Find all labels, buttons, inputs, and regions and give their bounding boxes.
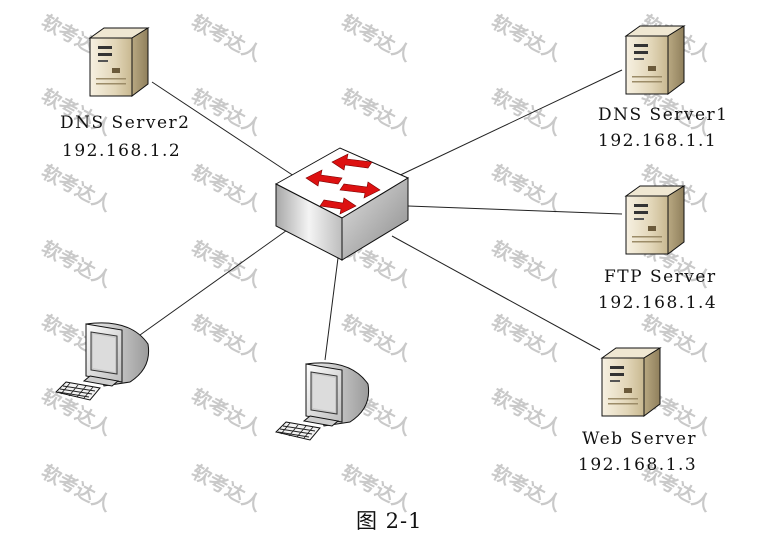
watermark-text: 软考达人 (38, 460, 117, 516)
watermark-text: 软考达人 (188, 10, 267, 66)
link-web-server (391, 235, 601, 351)
watermark-text: 软考达人 (488, 384, 567, 440)
watermark-text: 软考达人 (488, 310, 567, 366)
watermark-text: 软考达人 (38, 236, 117, 292)
watermark-text: 软考达人 (488, 460, 567, 516)
watermark-text: 软考达人 (188, 236, 267, 292)
watermark-text: 软考达人 (338, 84, 417, 140)
dns-server1-icon (625, 25, 685, 95)
client-center-icon (275, 362, 370, 441)
watermark-text: 软考达人 (488, 236, 567, 292)
watermark-text: 软考达人 (188, 384, 267, 440)
network-links (139, 69, 623, 361)
dns-server2-icon (89, 27, 149, 97)
watermark-text: 软考达人 (488, 160, 567, 216)
watermark-text: 软考达人 (488, 10, 567, 66)
watermark-text: 软考达人 (188, 460, 267, 516)
web-server-ip: 192.168.1.3 (578, 455, 697, 475)
web-server-icon (601, 347, 661, 417)
ftp-server-name: FTP Server (604, 267, 717, 287)
link-client-center (324, 257, 339, 361)
watermark-text: 软考达人 (338, 10, 417, 66)
watermark-text: 软考达人 (188, 310, 267, 366)
watermark-text: 软考达人 (488, 84, 567, 140)
watermark-text: 软考达人 (188, 160, 267, 216)
ftp-server-icon (625, 185, 685, 255)
dns-server2-ip: 192.168.1.2 (62, 141, 181, 161)
switch-arrows (305, 153, 381, 215)
link-dns-server2 (151, 81, 301, 181)
watermark-text: 软考达人 (38, 160, 117, 216)
figure-caption: 图 2-1 (356, 509, 423, 533)
watermark-text: 软考达人 (338, 310, 417, 366)
dns-server1-name: DNS Server1 (598, 105, 729, 125)
link-client-left (139, 227, 291, 336)
dns-server2-name: DNS Server2 (60, 113, 191, 133)
link-dns-server1 (393, 69, 623, 179)
web-server-name: Web Server (582, 429, 697, 449)
ftp-server-ip: 192.168.1.4 (598, 293, 717, 313)
link-ftp-server (407, 205, 623, 215)
dns-server1-ip: 192.168.1.1 (598, 131, 717, 151)
network-switch-icon (274, 147, 410, 261)
